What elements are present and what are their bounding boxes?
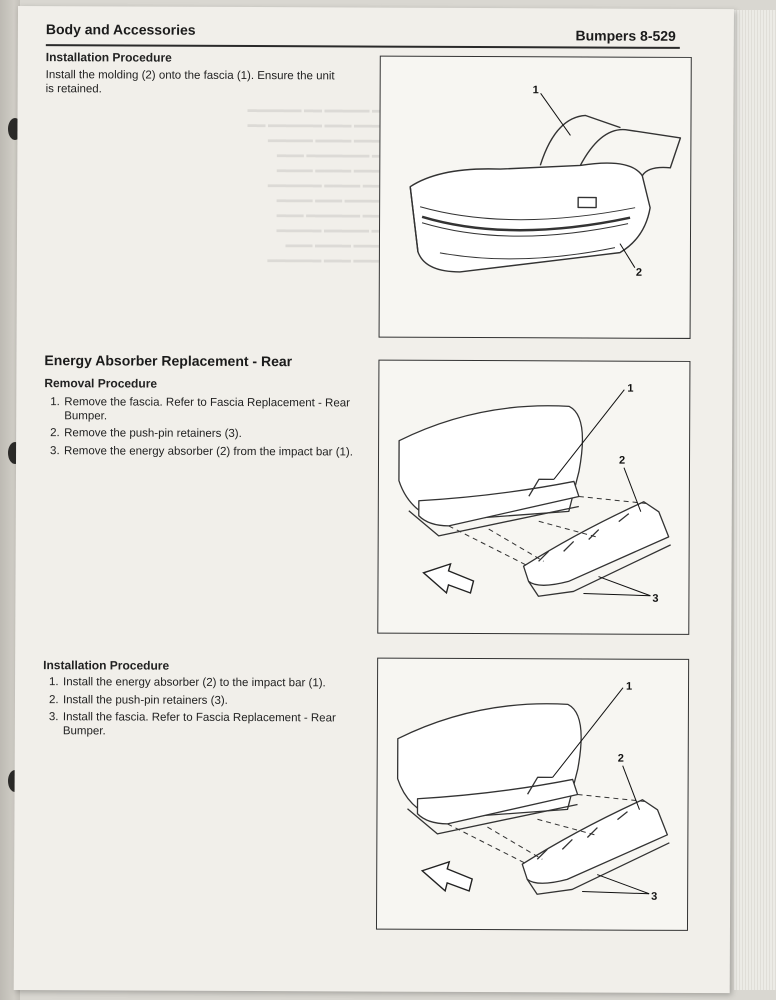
figure-energy-absorber-installation: 1 2 3 277207	[375, 657, 690, 931]
section-title: Body and Accessories	[45, 21, 196, 38]
installation-text: Install the molding (2) onto the fascia …	[45, 69, 335, 96]
figure3-callout-3: 3	[651, 891, 657, 903]
figure3-callout-2: 2	[618, 753, 624, 765]
installation-steps: 1.Install the energy absorber (2) to the…	[43, 676, 343, 743]
figure-energy-absorber-removal: 1 2 3 277207	[377, 359, 691, 635]
installation-procedure-heading: Installation Procedure	[43, 658, 170, 673]
removal-step: 2.Remove the push-pin retainers (3).	[50, 427, 242, 440]
removal-step: 1.Remove the fascia. Refer to Fascia Rep…	[50, 396, 350, 422]
figure3-callout-1: 1	[626, 681, 632, 693]
energy-absorber-title: Energy Absorber Replacement - Rear	[44, 352, 293, 370]
removal-step: 3.Remove the energy absorber (2) from th…	[50, 444, 353, 458]
removal-heading: Removal Procedure	[44, 376, 158, 391]
installation-step: 3.Install the fascia. Refer to Fascia Re…	[48, 711, 336, 737]
page-reference: Bumpers 8-529	[575, 27, 676, 44]
figure1-callout-2: 2	[636, 267, 642, 279]
figure1-callout-1: 1	[533, 84, 539, 96]
installation-step: 1.Install the energy absorber (2) to the…	[49, 676, 326, 690]
figure2-callout-3: 3	[652, 593, 658, 605]
removal-steps: 1.Remove the fascia. Refer to Fascia Rep…	[44, 396, 354, 463]
manual-page: ▬▬▬▬ ▬▬▬ ▬▬▬▬▬ ▬▬ ▬▬▬▬▬▬▬▬▬▬▬ ▬▬▬▬ ▬▬▬ ▬…	[13, 6, 734, 994]
figure2-callout-1: 1	[627, 383, 633, 395]
installation-step: 2.Install the push-pin retainers (3).	[48, 693, 228, 707]
header-divider	[45, 44, 680, 49]
installation-heading: Installation Procedure	[45, 50, 172, 65]
figure-fascia-molding: 1 2 277201	[378, 55, 692, 339]
page-edges	[734, 10, 776, 990]
figure2-callout-2: 2	[619, 455, 625, 467]
